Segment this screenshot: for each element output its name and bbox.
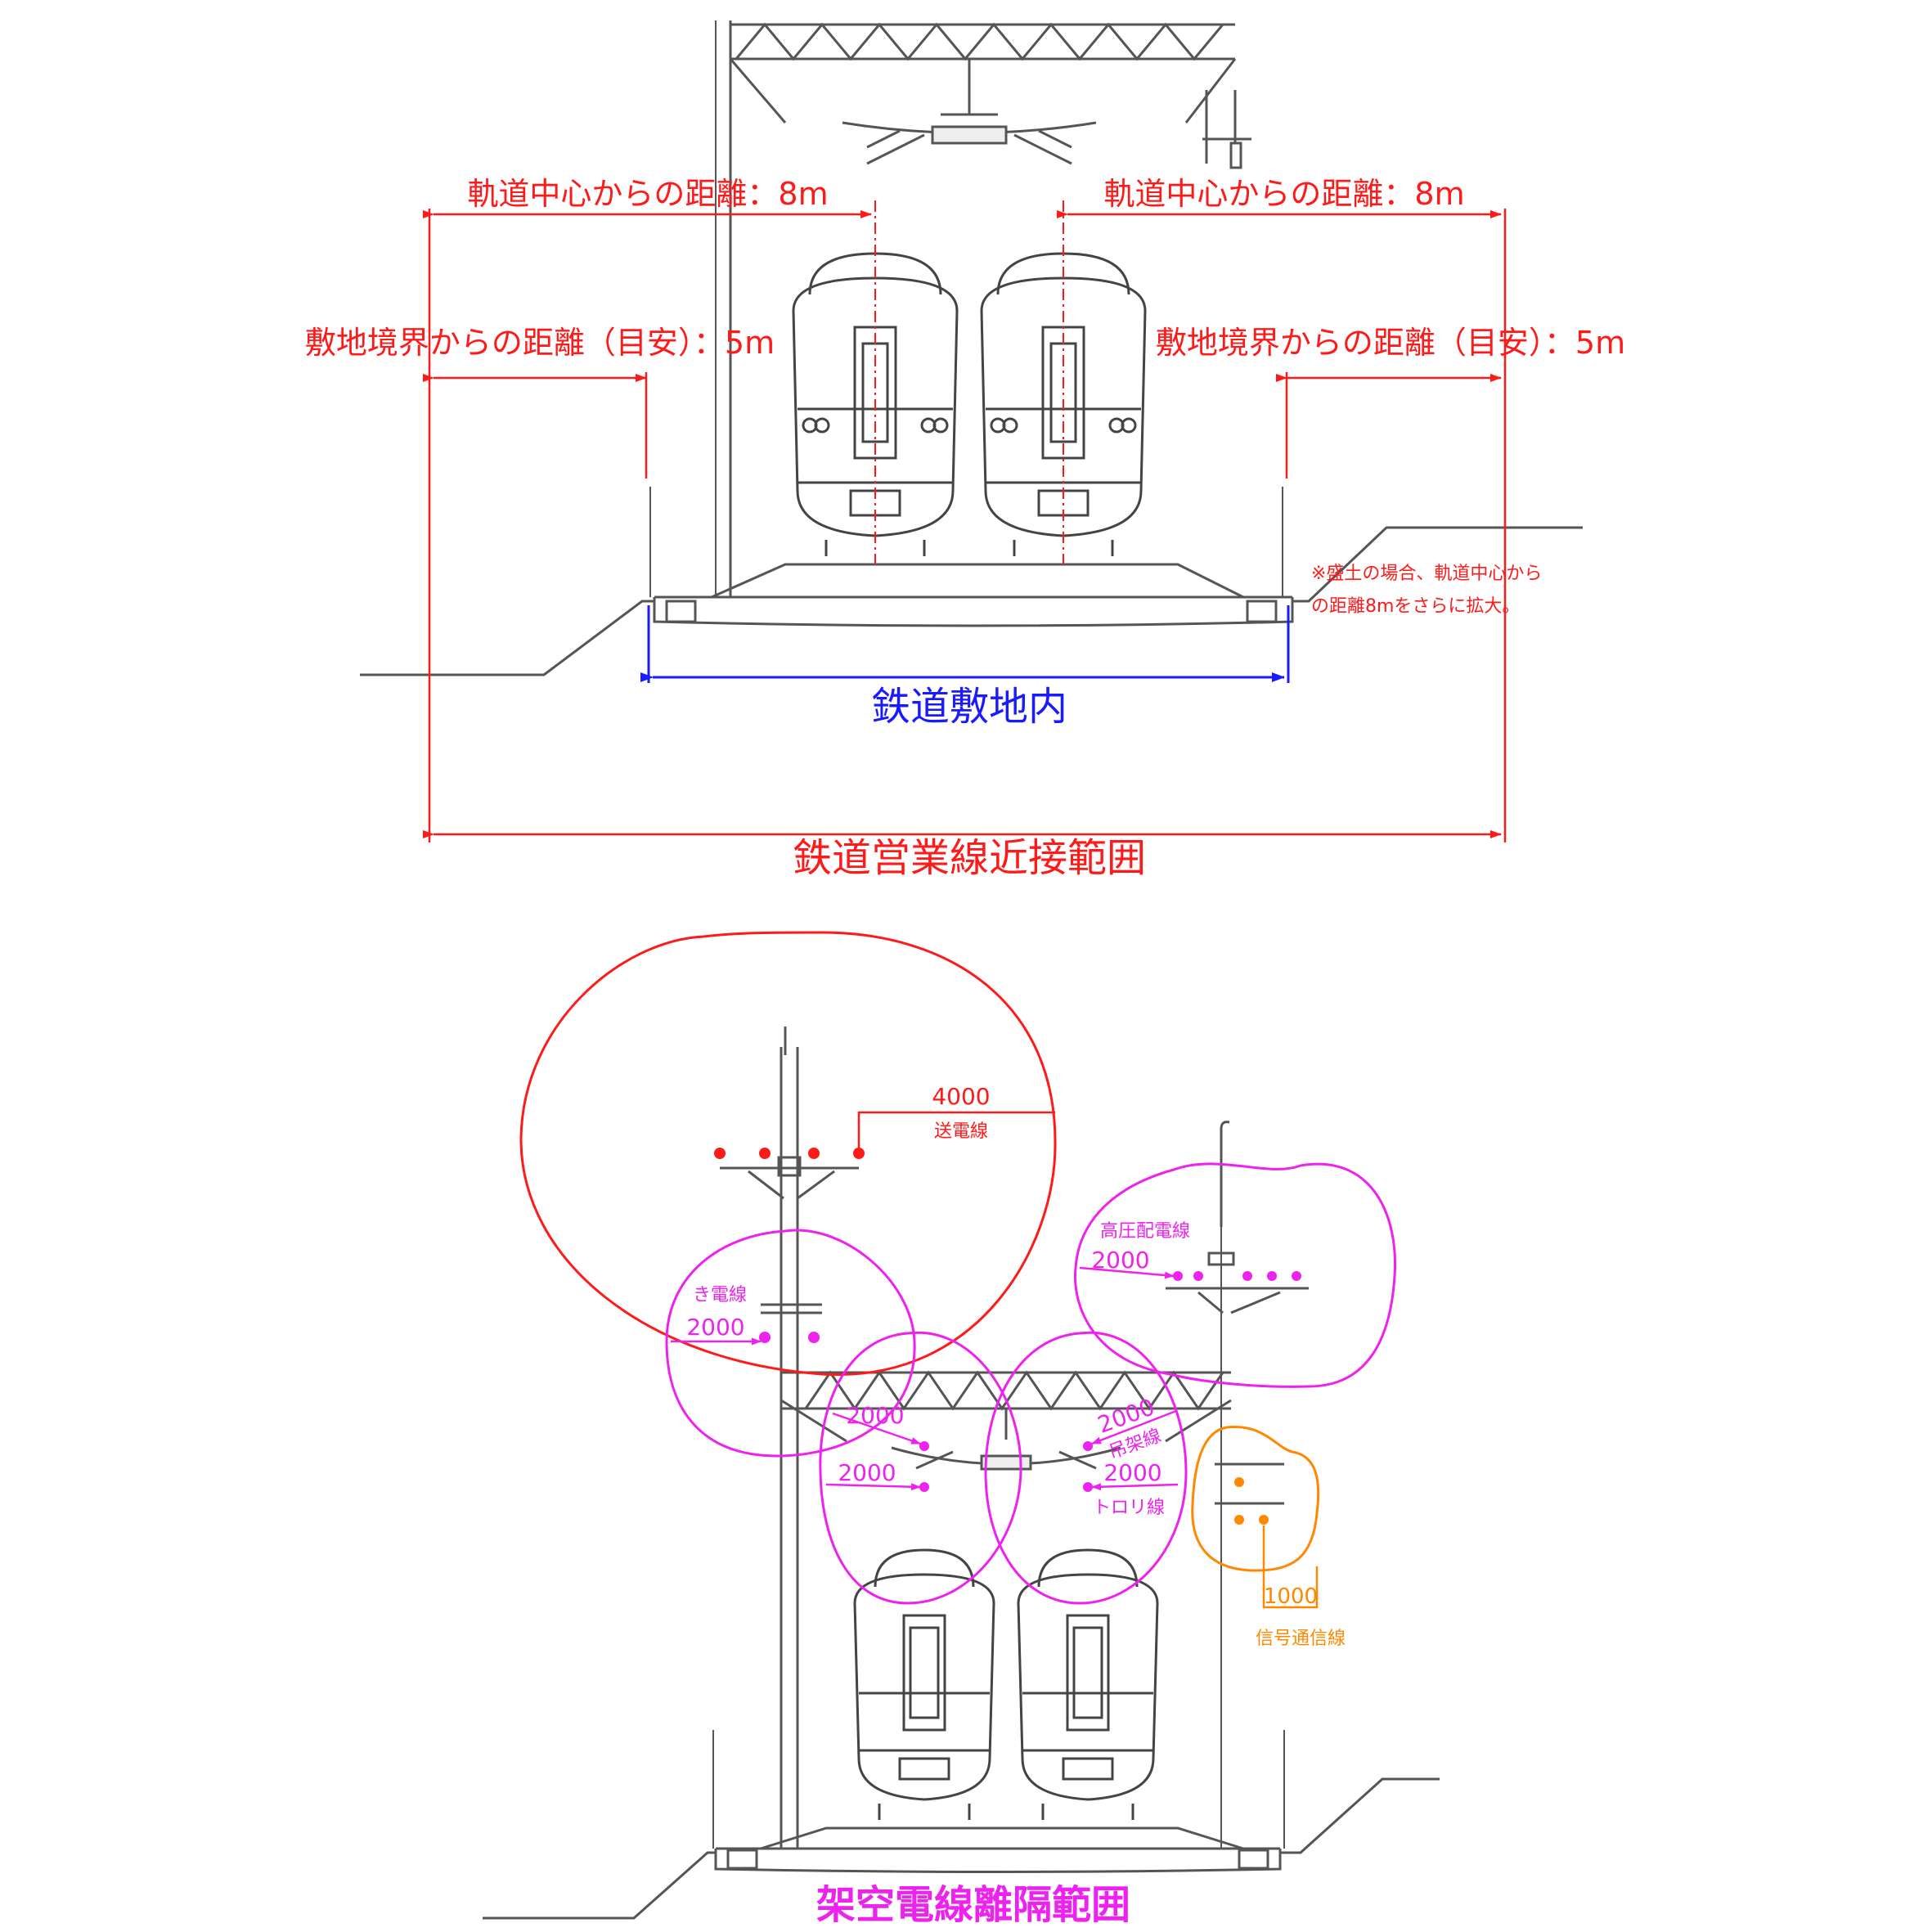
label-track-center-left: 軌道中心からの距離：8m bbox=[467, 176, 828, 212]
trolley-label: トロリ線 bbox=[1093, 1498, 1165, 1518]
feeder-distance: 2000 bbox=[686, 1314, 744, 1341]
right-catenary-envelope bbox=[984, 1331, 1188, 1605]
hv-label: 高圧配電線 bbox=[1100, 1221, 1190, 1242]
label-boundary-right: 敷地境界からの距離（目安）：5m bbox=[1156, 325, 1625, 361]
transmission-label: 送電線 bbox=[934, 1121, 988, 1142]
hv-insulators bbox=[1173, 1271, 1301, 1281]
hv-envelope bbox=[1073, 1162, 1397, 1388]
transmission-distance: 4000 bbox=[932, 1083, 990, 1110]
transmission-insulators bbox=[714, 1148, 865, 1159]
catenary-contact-points bbox=[919, 1441, 1093, 1492]
label-proximity-range: 鉄道営業線近接範囲 bbox=[793, 835, 1146, 881]
left-catenary-envelope bbox=[819, 1331, 1022, 1605]
lower-ground bbox=[483, 1730, 1440, 1920]
label-boundary-left: 敷地境界からの距離（目安）：5m bbox=[305, 325, 775, 361]
upper-truss-gantry bbox=[715, 20, 1251, 597]
feeder-label: き電線 bbox=[693, 1285, 747, 1305]
transmission-envelope bbox=[519, 931, 1057, 1377]
label-track-center-right: 軌道中心からの距離：8m bbox=[1103, 176, 1464, 212]
lower-train-right bbox=[1017, 1548, 1159, 1820]
upper-red-dimensions bbox=[423, 209, 1507, 842]
label-railway-premises: 鉄道敷地内 bbox=[871, 684, 1067, 730]
lower-structures bbox=[720, 1027, 1309, 1849]
signal-envelope bbox=[1191, 1425, 1320, 1572]
signal-insulators bbox=[1234, 1477, 1269, 1525]
left-trolley-distance: 2000 bbox=[838, 1459, 896, 1486]
note-line-1: ※盛土の場合、軌道中心から bbox=[1311, 564, 1542, 584]
signal-distance: 1000 bbox=[1264, 1584, 1318, 1609]
upper-ground bbox=[360, 487, 1583, 676]
signal-label: 信号通信線 bbox=[1256, 1629, 1346, 1649]
lower-diagram: 4000 送電線 き電線 2000 高圧配電線 2000 2000 2000 2… bbox=[483, 931, 1440, 1928]
lower-train-left bbox=[853, 1548, 995, 1820]
lower-caption: 架空電線離隔範囲 bbox=[816, 1882, 1130, 1928]
note-line-2: の距離8mをさらに拡大。 bbox=[1311, 596, 1520, 617]
left-catenary-distance: 2000 bbox=[846, 1402, 904, 1429]
feeder-insulators bbox=[759, 1332, 820, 1343]
lower-dimension-leaders bbox=[671, 1111, 1319, 1609]
upper-diagram: 軌道中心からの距離：8m 軌道中心からの距離：8m 敷地境界からの距離（目安）：… bbox=[305, 20, 1625, 881]
hv-distance: 2000 bbox=[1091, 1247, 1149, 1274]
upper-blue-dimension bbox=[640, 605, 1290, 683]
trolley-distance: 2000 bbox=[1103, 1459, 1161, 1486]
feeder-envelope bbox=[665, 1229, 916, 1458]
